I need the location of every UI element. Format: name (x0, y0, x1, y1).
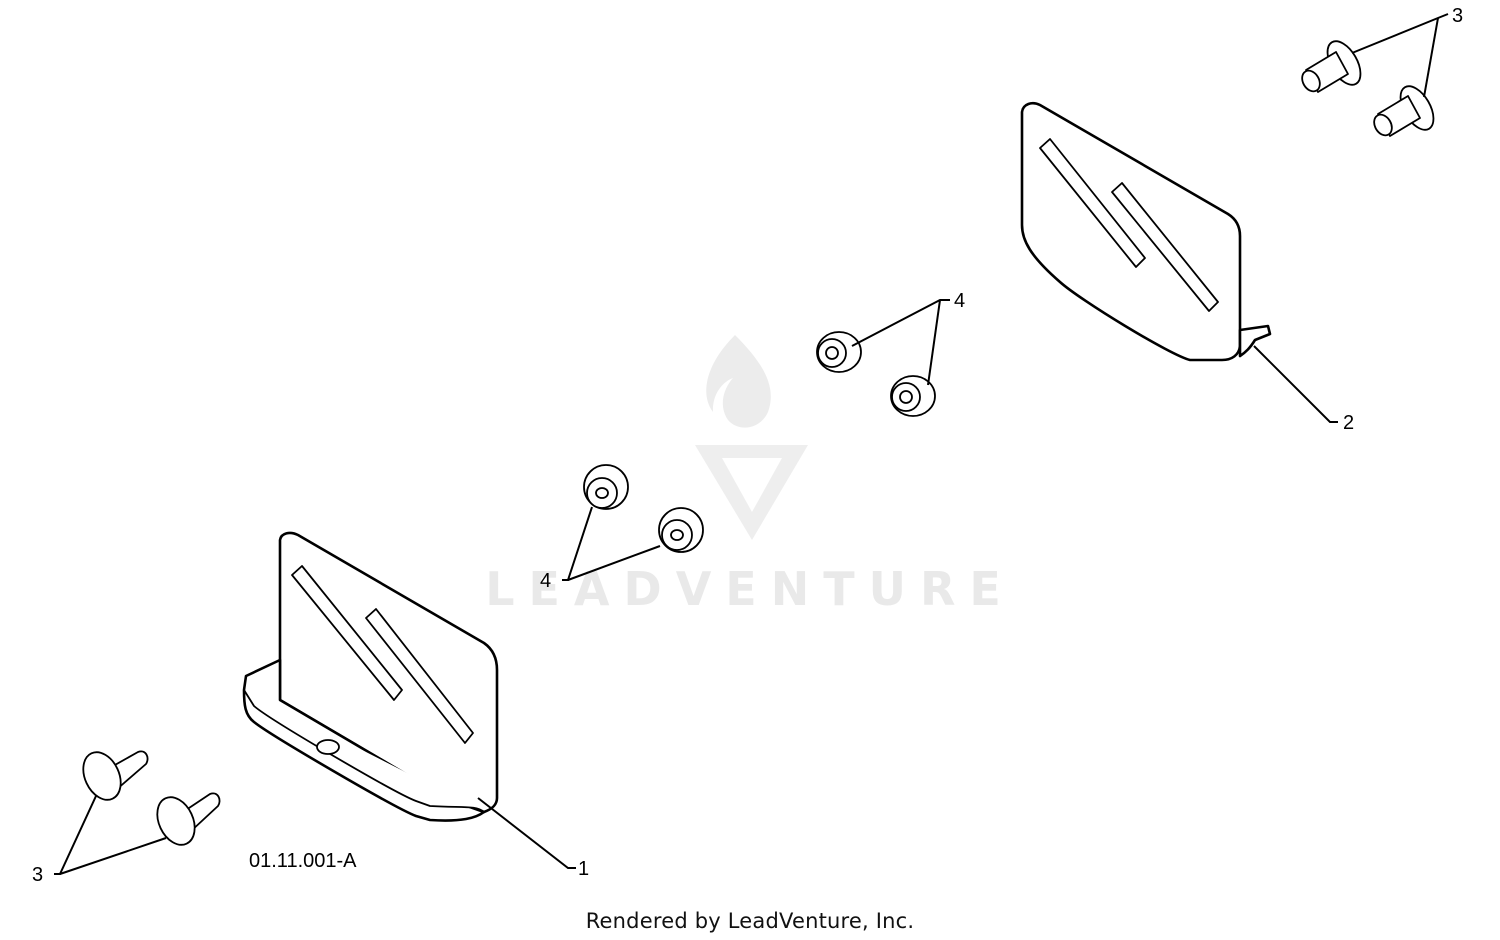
callout-part-1: 1 (578, 858, 589, 880)
bolt-bottom-1 (82, 750, 149, 801)
callout-bolts-bottom: 3 (32, 864, 43, 886)
bolt-top-2 (1373, 85, 1435, 137)
bolt-bottom-2 (156, 792, 221, 846)
watermark-v-icon (695, 445, 808, 540)
flange-nut-upper-2 (890, 375, 936, 417)
leadventure-watermark: LEADVENTURE (485, 335, 1015, 616)
bolt-top-1 (1301, 40, 1362, 93)
figure-id: 01.11.001-A (249, 850, 357, 872)
watermark-text: LEADVENTURE (485, 562, 1015, 616)
watermark-flame-icon (706, 335, 771, 428)
part-1-plate (242, 531, 499, 822)
callout-nuts-lower: 4 (540, 570, 551, 592)
part-2-plate (1020, 101, 1272, 362)
flange-nut-upper-1 (816, 331, 862, 373)
callout-nuts-upper: 4 (954, 290, 965, 312)
flange-nut-lower-1 (583, 464, 629, 510)
callout-bolts-top: 3 (1452, 5, 1463, 27)
credit-line: Rendered by LeadVenture, Inc. (586, 909, 915, 933)
flange-nut-lower-2 (658, 507, 704, 553)
leader-lines (54, 13, 1449, 875)
callout-part-2: 2 (1343, 412, 1354, 434)
